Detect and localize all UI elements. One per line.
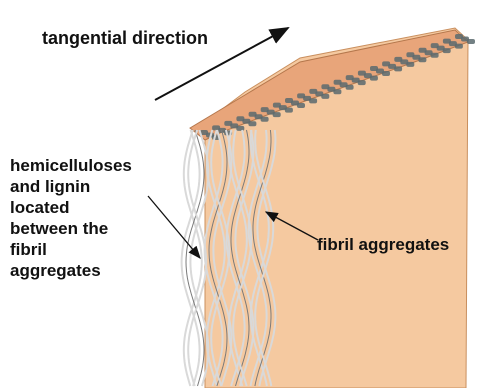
fibril-aggregates-label: fibril aggregates xyxy=(317,234,449,255)
fibril-end xyxy=(309,98,317,103)
fibril-end xyxy=(333,89,341,94)
hemicelluloses-lignin-label: hemicelluloses and lignin located betwee… xyxy=(10,155,132,281)
fibril-end xyxy=(297,103,305,108)
tangential-direction-label: tangential direction xyxy=(42,28,208,49)
fibril-end xyxy=(273,112,281,117)
fibril-end xyxy=(248,121,256,126)
fibril-end xyxy=(370,76,378,81)
fibril-end xyxy=(443,48,451,53)
fibril-end xyxy=(406,62,414,67)
fibril-end xyxy=(346,85,354,90)
fibril-end xyxy=(431,53,439,58)
fibril-end xyxy=(261,117,269,122)
fibril-end xyxy=(394,66,402,71)
fibril-end xyxy=(467,39,475,44)
fibril-end xyxy=(321,94,329,99)
fibril-end xyxy=(285,108,293,113)
fibril-end xyxy=(382,71,390,76)
fibril-end xyxy=(358,80,366,85)
fibril-end xyxy=(455,44,463,49)
fibril-end xyxy=(418,57,426,62)
